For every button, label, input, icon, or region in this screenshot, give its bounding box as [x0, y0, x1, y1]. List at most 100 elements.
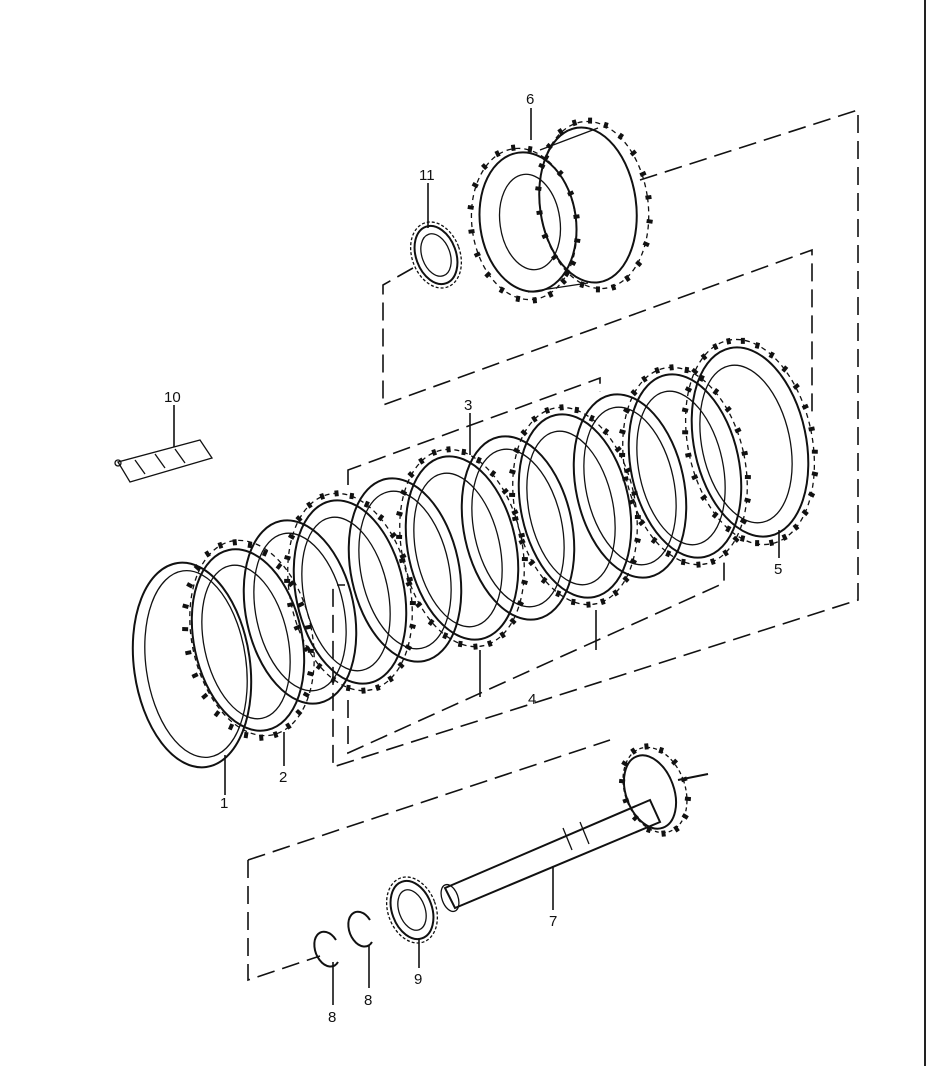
gear-tooth	[272, 731, 279, 739]
gear-tooth	[431, 448, 438, 456]
gear-tooth	[709, 558, 716, 566]
gear-tooth	[612, 589, 619, 597]
gear-tooth	[646, 826, 652, 834]
gear-tooth	[792, 523, 800, 531]
gear-tooth	[669, 364, 674, 371]
gear-tooth	[602, 428, 610, 436]
gear-tooth	[629, 149, 638, 157]
gear-tooth	[398, 558, 406, 564]
gear-tooth	[486, 640, 493, 648]
gear-tooth	[518, 538, 526, 545]
gear-tooth	[349, 492, 355, 500]
gear-tooth	[685, 452, 692, 458]
gear-tooth	[744, 497, 751, 503]
gear-tooth	[801, 403, 809, 410]
gear-tooth	[684, 366, 690, 374]
gear-tooth	[661, 830, 666, 837]
gear-tooth	[624, 274, 631, 282]
gear-tooth	[755, 540, 760, 547]
gear-tooth	[527, 145, 533, 153]
gear-tooth	[543, 154, 550, 162]
gear-teeth	[509, 404, 641, 608]
gear-tooth	[734, 427, 742, 434]
part-7-shaft	[440, 746, 709, 913]
gear-tooth	[573, 238, 581, 244]
gear-tooth	[285, 722, 292, 730]
gear-tooth	[739, 535, 746, 542]
gear-tooth	[545, 142, 553, 150]
gear-tooth	[473, 643, 478, 650]
gear-tooth	[399, 489, 408, 496]
gear-tooth	[406, 576, 414, 582]
gear-tooth	[306, 501, 313, 509]
page-edge-rule	[924, 0, 932, 1066]
gear-tooth	[510, 144, 516, 151]
gear-tooth	[217, 541, 224, 549]
gear-teeth	[467, 144, 581, 304]
gear-tooth	[641, 375, 648, 383]
gear-tooth	[741, 450, 749, 456]
part-1-ring	[131, 561, 253, 769]
gear-tooth	[700, 494, 708, 501]
gear-tooth	[516, 600, 525, 607]
gear-tooth	[624, 467, 632, 474]
gear-tooth	[201, 692, 209, 700]
gear-tooth	[684, 796, 692, 802]
gear-tooth	[811, 471, 819, 477]
part-8-snap-rings	[313, 910, 373, 968]
gear-tooth	[193, 564, 201, 572]
gear-tooth	[511, 509, 519, 516]
gear-tooth	[712, 388, 720, 396]
gear-tooth	[560, 277, 568, 285]
gear-tooth	[681, 813, 689, 820]
gear-tooth	[726, 337, 732, 345]
gear-tooth	[645, 194, 652, 200]
gear-tooth	[682, 430, 689, 435]
gear-tooth	[501, 487, 509, 495]
gear-tooth	[307, 671, 314, 677]
gear-tooth	[184, 650, 192, 656]
gear-tooth	[559, 404, 564, 411]
callout-8a: 8	[328, 1009, 336, 1026]
gear-teeth	[284, 490, 416, 694]
gear-tooth	[397, 661, 405, 669]
gear-tooth	[622, 797, 630, 804]
gear-tooth	[744, 474, 751, 480]
gear-tooth	[232, 539, 238, 546]
callout-7: 7	[549, 913, 557, 930]
callout-5: 5	[774, 561, 782, 578]
gear-tooth	[536, 210, 543, 216]
gear-tooth	[644, 743, 649, 750]
gear-tooth	[315, 662, 323, 670]
gear-tooth	[634, 514, 641, 520]
callout-2: 2	[279, 769, 287, 786]
gear-tooth	[610, 283, 617, 291]
gear-tooth	[603, 121, 609, 129]
gear-tooth	[650, 536, 658, 544]
gear-tooth	[427, 618, 435, 626]
part-6-gear-hub	[470, 120, 650, 301]
gear-tooth	[287, 580, 295, 588]
gear-tooth	[531, 415, 538, 423]
gear-teeth	[619, 364, 751, 568]
gear-tooth	[521, 556, 528, 562]
gear-tooth	[808, 426, 815, 432]
gear-tooth	[446, 446, 451, 453]
gear-tooth	[630, 747, 637, 755]
gear-tooth	[512, 447, 521, 454]
callout-1: 1	[220, 795, 228, 812]
gear-tooth	[518, 532, 526, 538]
gear-tooth	[396, 534, 403, 540]
gear-tooth	[754, 342, 761, 349]
gear-tooth	[617, 132, 625, 140]
gear-tooth	[639, 170, 647, 178]
gear-tooth	[528, 559, 536, 567]
gear-tooth	[418, 457, 425, 465]
gear-tooth	[275, 562, 283, 570]
gear-tooth	[801, 509, 809, 517]
gear-teeth	[681, 337, 819, 547]
part-10-clip	[114, 439, 214, 483]
gear-tooth	[377, 514, 385, 522]
gear-tooth	[614, 445, 622, 453]
gear-tooth	[555, 590, 562, 598]
